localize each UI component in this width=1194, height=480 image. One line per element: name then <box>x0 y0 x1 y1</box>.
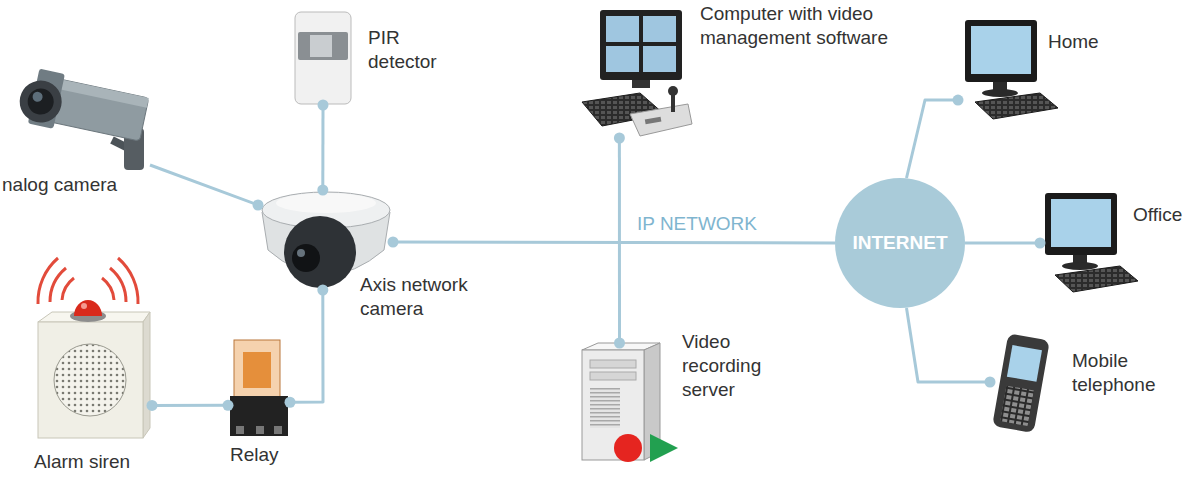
alarm-siren-icon <box>38 258 138 304</box>
computer-icon <box>582 10 692 136</box>
network-camera: Axis network camera <box>258 190 393 290</box>
network-label: IP NETWORK <box>634 212 760 236</box>
network-cable <box>618 138 621 343</box>
management-computer: Computer with video management software <box>578 8 693 138</box>
connector-dot <box>223 400 234 411</box>
relay: Relay <box>228 338 290 440</box>
device-label: Mobile telephone <box>1072 349 1182 397</box>
home-computer-icon <box>965 20 1058 119</box>
device-label: PIR detector <box>368 26 458 74</box>
internet-cloud: INTERNET <box>835 178 965 308</box>
network-cable <box>150 165 258 205</box>
connector-dot <box>317 185 328 196</box>
mobile-phone: Mobile telephone <box>990 333 1052 433</box>
connector-dot <box>147 400 158 411</box>
connector-dot <box>1035 238 1046 249</box>
office-computer: Office <box>1040 188 1130 288</box>
device-label: Office <box>1133 203 1191 227</box>
network-cable <box>907 100 959 178</box>
device-label: Relay <box>230 443 310 467</box>
connector-dot <box>614 338 625 349</box>
home-computer: Home <box>958 15 1048 120</box>
connector-dot <box>388 237 399 248</box>
office-computer-icon <box>1045 193 1138 292</box>
connector-dot <box>953 95 964 106</box>
recording-server: Video recording server <box>570 343 680 465</box>
connector-dot <box>285 397 296 408</box>
alarm-siren-box <box>38 300 150 438</box>
device-label: Alarm siren <box>34 450 164 474</box>
server-icon <box>582 343 678 462</box>
device-label: nalog camera <box>2 173 152 197</box>
connector-dot <box>985 377 996 388</box>
network-cable <box>290 290 323 402</box>
network-cable <box>965 242 1040 245</box>
analog-camera: nalog camera <box>0 65 150 165</box>
device-label: Home <box>1048 30 1128 54</box>
connector-dot <box>318 100 329 111</box>
dome-camera-icon <box>262 192 390 288</box>
pir-detector: PIR detector <box>293 10 353 105</box>
network-cable <box>907 308 991 382</box>
device-label: Video recording server <box>682 330 782 402</box>
network-cable <box>393 242 835 243</box>
connector-dot <box>317 285 328 296</box>
device-label: Computer with video management software <box>700 2 900 50</box>
internet-circle <box>835 178 965 308</box>
relay-icon <box>230 340 288 436</box>
connector-dot <box>614 133 625 144</box>
network-cable <box>321 105 324 190</box>
node-label: INTERNET <box>835 231 965 255</box>
pir-detector-icon <box>295 12 351 104</box>
analog-camera-icon <box>15 66 150 170</box>
alarm-siren: Alarm siren <box>22 265 152 445</box>
network-cable <box>152 404 228 407</box>
device-label: Axis network camera <box>360 273 490 321</box>
mobile-phone-icon <box>992 333 1050 433</box>
connector-dot <box>253 200 264 211</box>
